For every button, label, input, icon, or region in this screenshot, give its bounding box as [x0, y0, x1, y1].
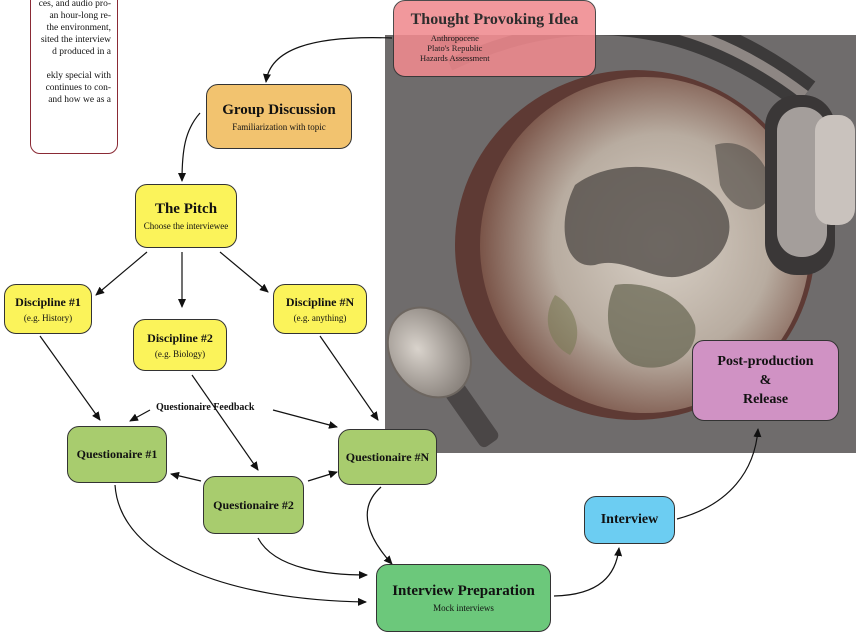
- description-line: d produced in a: [52, 47, 111, 57]
- node-questionaire-n[interactable]: Questionaire #N: [338, 429, 437, 485]
- node-post-production-release[interactable]: Post-production & Release: [692, 340, 839, 421]
- arrow-d1-to-q1: [39, 335, 101, 421]
- discipline-n-title: Discipline #N: [285, 295, 355, 309]
- arrow-pitch-to-d1: [95, 251, 148, 296]
- node-questionaire-1[interactable]: Questionaire #1: [67, 426, 167, 483]
- description-line: ekly special with: [46, 71, 111, 81]
- node-group-discussion[interactable]: Group Discussion Familiarization with to…: [206, 84, 352, 149]
- description-line: the environment,: [46, 23, 111, 33]
- arrow-group-to-pitch: [178, 112, 201, 182]
- node-interview[interactable]: Interview: [584, 496, 675, 544]
- idea-topic: Hazards Assessment: [420, 53, 490, 63]
- description-line: an hour-long re-: [49, 11, 111, 21]
- questionaire-2-title: Questionaire #2: [213, 497, 294, 512]
- arrow-idea-to-group: [263, 37, 393, 83]
- arrow-q1-to-prep: [114, 484, 367, 606]
- discipline-2-title: Discipline #2: [147, 331, 213, 345]
- discipline-1-subtitle: (e.g. History): [23, 313, 73, 323]
- prep-subtitle: Mock interviews: [433, 603, 494, 613]
- description-line: continues to con-: [45, 83, 111, 93]
- idea-topic: Anthropocene: [430, 33, 479, 43]
- arrow-q2-to-qn: [307, 470, 338, 482]
- node-interview-preparation[interactable]: Interview Preparation Mock interviews: [376, 564, 551, 632]
- pitch-subtitle: Choose the interviewee: [143, 221, 229, 231]
- globe-headphones-illustration: [385, 35, 856, 453]
- node-discipline-1[interactable]: Discipline #1 (e.g. History): [4, 284, 92, 334]
- description-line: ces, and audio pro-: [38, 0, 111, 9]
- description-text-box: ces, and audio pro- an hour-long re- the…: [30, 0, 118, 154]
- group-title: Group Discussion: [222, 101, 336, 118]
- post-line: &: [759, 373, 772, 388]
- idea-title: Thought Provoking Idea: [410, 11, 579, 28]
- prep-title: Interview Preparation: [392, 583, 535, 599]
- node-thought-provoking-idea[interactable]: Thought Provoking Idea Anthropocene Plat…: [393, 0, 596, 77]
- pitch-title: The Pitch: [154, 201, 218, 217]
- discipline-2-subtitle: (e.g. Biology): [154, 349, 206, 359]
- idea-topic: Plato's Republic: [427, 43, 483, 53]
- description-line: and how we as a: [48, 95, 111, 105]
- node-the-pitch[interactable]: The Pitch Choose the interviewee: [135, 184, 237, 248]
- background-photo: [385, 35, 856, 453]
- arrow-d2-to-q2: [191, 374, 259, 471]
- arrow-feedback-to-qn: [272, 409, 338, 429]
- arrow-feedback-to-q1: [129, 409, 151, 422]
- arrow-q2-to-prep: [257, 537, 368, 579]
- node-discipline-n[interactable]: Discipline #N (e.g. anything): [273, 284, 367, 334]
- discipline-n-subtitle: (e.g. anything): [293, 313, 347, 323]
- discipline-1-title: Discipline #1: [15, 295, 81, 309]
- arrow-dn-to-qn: [319, 335, 379, 421]
- group-subtitle: Familiarization with topic: [232, 121, 326, 132]
- arrow-interview-to-post: [676, 428, 762, 520]
- arrow-qn-to-prep: [366, 486, 393, 565]
- questionaire-feedback-label: Questionaire Feedback: [156, 402, 255, 413]
- node-questionaire-2[interactable]: Questionaire #2: [203, 476, 304, 534]
- post-line: Release: [742, 392, 789, 407]
- arrow-prep-to-interview: [553, 547, 623, 597]
- interview-title: Interview: [600, 512, 659, 527]
- arrow-q2-to-q1: [170, 471, 202, 482]
- arrow-pitch-to-dn: [219, 251, 269, 293]
- questionaire-n-title: Questionaire #N: [345, 449, 430, 464]
- node-discipline-2[interactable]: Discipline #2 (e.g. Biology): [133, 319, 227, 371]
- post-line: Post-production: [717, 354, 814, 369]
- description-line: sited the interview: [40, 35, 111, 45]
- questionaire-1-title: Questionaire #1: [76, 447, 158, 461]
- idea-topic-list: Anthropocene Plato's Republic Hazards As…: [420, 33, 490, 63]
